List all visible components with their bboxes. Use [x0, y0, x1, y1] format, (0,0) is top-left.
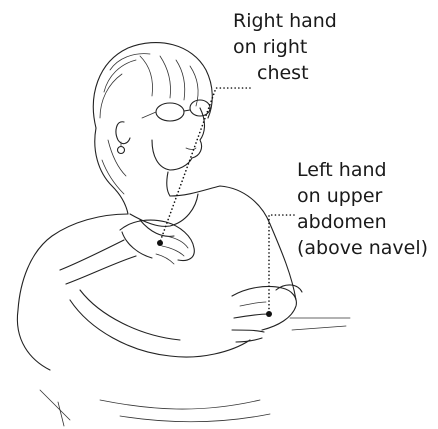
hair-outline: [93, 43, 212, 214]
left-hand-callout-line-1: Left hand: [297, 157, 428, 183]
right-hand-on-chest: [60, 220, 194, 284]
left-hand-marker: [266, 311, 272, 317]
left-hand-callout-line-2: on upper: [297, 183, 428, 209]
right-hand-callout-line-3: chest: [233, 60, 337, 86]
left-hand-callout-line-3: abdomen: [297, 209, 428, 235]
left-hand-callout-line-4: (above navel): [297, 235, 428, 261]
right-hand-callout: Right hand on right chest: [233, 8, 337, 86]
right-hand-callout-line-1: Right hand: [233, 8, 337, 34]
right-hand-leader: [157, 88, 250, 246]
right-hand-marker: [157, 240, 163, 246]
left-hand-leader: [266, 215, 294, 317]
face-and-glasses: [116, 100, 210, 170]
right-hand-callout-line-2: on right: [233, 34, 337, 60]
left-hand-callout: Left hand on upper abdomen (above navel): [297, 157, 428, 261]
